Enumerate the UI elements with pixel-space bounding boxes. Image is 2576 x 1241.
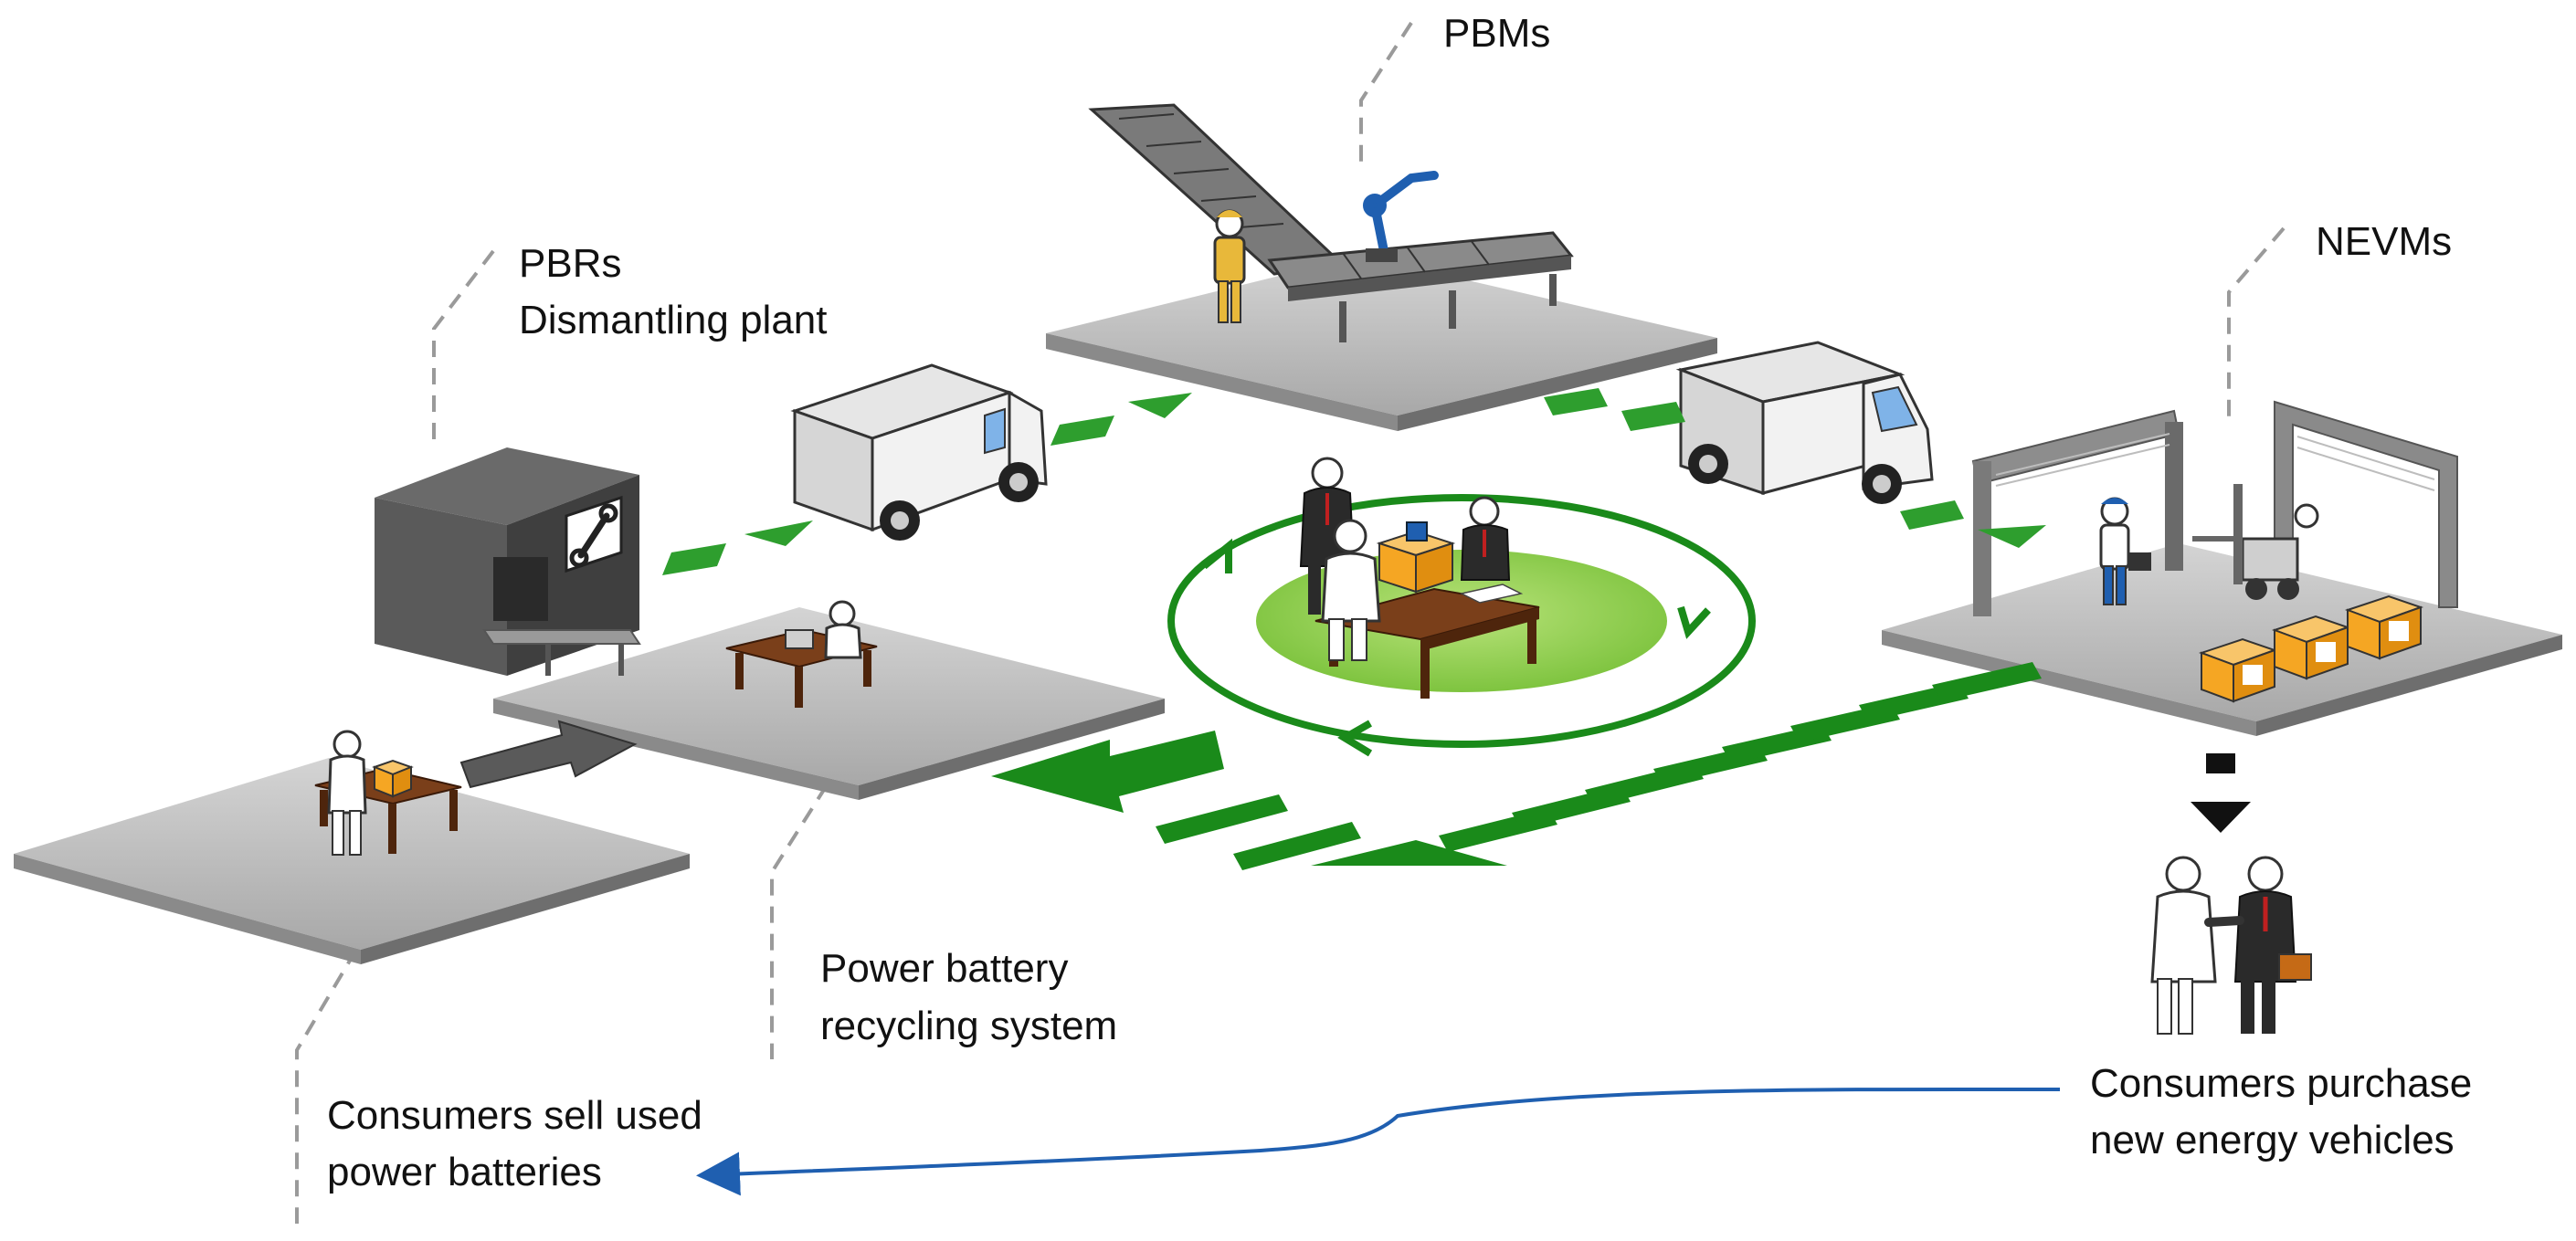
label-dismantling-plant: Dismantling plant (519, 298, 828, 342)
garage-icon (1971, 400, 2458, 616)
leader-pbms (1359, 21, 1413, 164)
dismantling-building (375, 447, 641, 676)
conveyor-icon (1088, 103, 1574, 342)
flow-arrows (459, 388, 2046, 789)
robot-arm-icon (1363, 171, 1439, 262)
label-recycling-system-2: recycling system (820, 1004, 1118, 1048)
leader-nevms (2227, 226, 2286, 420)
truck-icon (790, 363, 1048, 541)
battery-boxes (2198, 594, 2424, 703)
platform-dismantling (493, 607, 1165, 800)
box-icon (2344, 594, 2424, 660)
wrench-icon (565, 495, 623, 573)
platform-nevms (1882, 543, 2562, 736)
label-consumers-purchase-1: Consumers purchase (2090, 1061, 2473, 1106)
label-pbrs: PBRs (519, 241, 622, 286)
person-icon (1321, 519, 1381, 661)
worker-nevms (2099, 497, 2151, 605)
label-consumers-sell-2: power batteries (327, 1150, 602, 1194)
box-icon (2198, 637, 2278, 703)
gray-arrow (459, 720, 638, 789)
leader-sell (295, 948, 358, 1224)
collection-worker (314, 730, 462, 856)
label-nevms: NEVMs (2316, 219, 2453, 264)
label-consumers-sell-1: Consumers sell used (327, 1093, 702, 1138)
label-consumers-purchase-2: new energy vehicles (2090, 1118, 2455, 1162)
desk-worker (725, 600, 878, 708)
meeting-circle (1167, 457, 1756, 757)
leader-pbrs (432, 249, 495, 447)
leader-system (770, 784, 829, 1059)
handshake-icon (2150, 856, 2312, 1035)
truck-icon (1675, 341, 1934, 504)
down-arrow (2191, 753, 2251, 833)
label-recycling-system-1: Power battery (820, 946, 1069, 991)
platform-pbms (1046, 256, 1717, 431)
box-icon (2271, 615, 2351, 680)
return-arrow (991, 662, 2042, 870)
forklift-icon (2192, 484, 2319, 600)
worker-pbms (1213, 209, 1246, 323)
label-pbms: PBMs (1443, 11, 1551, 56)
person-icon (1460, 496, 1511, 581)
purchase-to-sell-curve (696, 1087, 2061, 1196)
leader-lines (295, 21, 2286, 1224)
